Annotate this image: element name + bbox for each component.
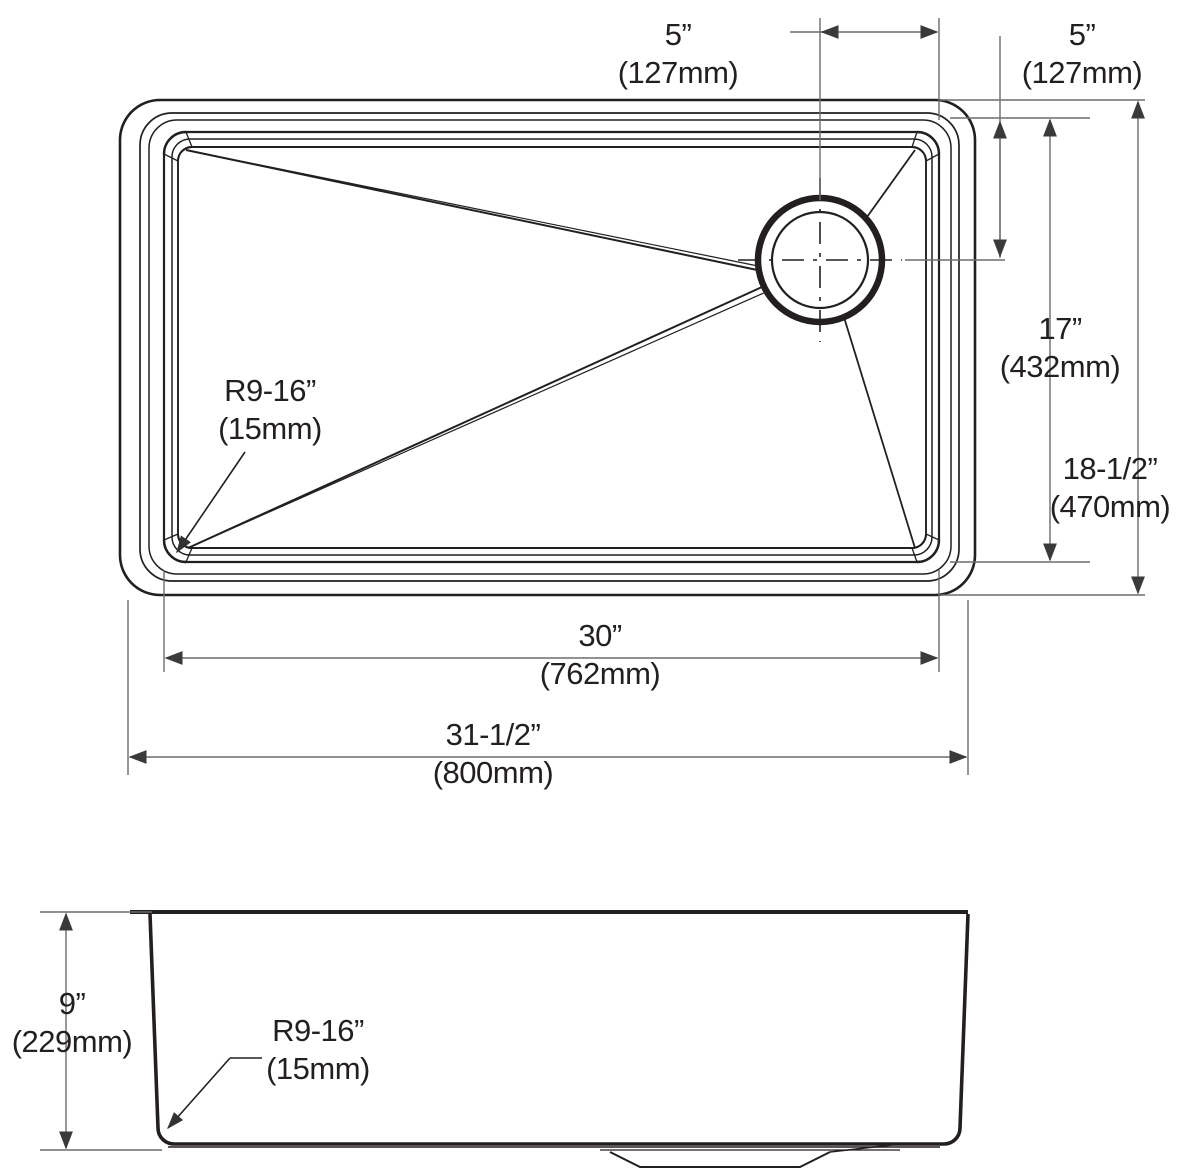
dimension-value-imperial: 5” [664, 17, 692, 52]
section-view-dimension-lines [40, 911, 162, 1151]
top-view-radius-leader [176, 451, 246, 554]
dimension-value-metric: (229mm) [11, 1024, 133, 1059]
dimension-value-metric: (800mm) [432, 755, 554, 790]
dimension-value-imperial: 30” [578, 618, 622, 653]
top-view-sink-outline [118, 98, 977, 597]
drain-opening [738, 178, 902, 342]
dimension-value-metric: (470mm) [1049, 489, 1171, 524]
dimension-value-imperial: 17” [1038, 311, 1082, 346]
dimension-label-corner-radius-section-view: R9-16” (15mm) [228, 1012, 408, 1088]
dimension-value-metric: (432mm) [999, 349, 1121, 384]
dimension-value-metric: (15mm) [266, 1051, 370, 1086]
dimension-value-imperial: 31-1/2” [445, 717, 541, 752]
dimension-value-imperial: 9” [58, 986, 86, 1021]
dimension-label-drain-offset-left: 5” (127mm) [578, 16, 778, 92]
dimension-value-imperial: R9-16” [224, 373, 316, 408]
dimension-label-overall-front-to-back: 18-1/2” (470mm) [1020, 450, 1200, 526]
dimension-label-bowl-width: 30” (762mm) [510, 617, 690, 693]
dimension-label-corner-radius-top-view: R9-16” (15mm) [190, 372, 350, 448]
dimension-value-imperial: 18-1/2” [1062, 451, 1158, 486]
dimension-value-metric: (127mm) [1021, 55, 1143, 90]
dimension-value-metric: (127mm) [617, 55, 739, 90]
dimension-value-metric: (762mm) [539, 656, 661, 691]
section-view-radius-leader [167, 1057, 262, 1130]
top-view-dimension-lines [127, 18, 1145, 775]
section-view-profile [130, 910, 970, 1168]
dimension-value-imperial: 5” [1068, 17, 1096, 52]
dimension-label-bowl-depth: 9” (229mm) [0, 985, 152, 1061]
dimension-label-overall-width: 31-1/2” (800mm) [388, 716, 598, 792]
dimension-value-metric: (15mm) [218, 411, 322, 446]
dimension-label-bowl-depth-front-to-back: 17” (432mm) [980, 310, 1140, 386]
dimension-label-drain-offset-right: 5” (127mm) [982, 16, 1182, 92]
dimension-value-imperial: R9-16” [272, 1013, 364, 1048]
